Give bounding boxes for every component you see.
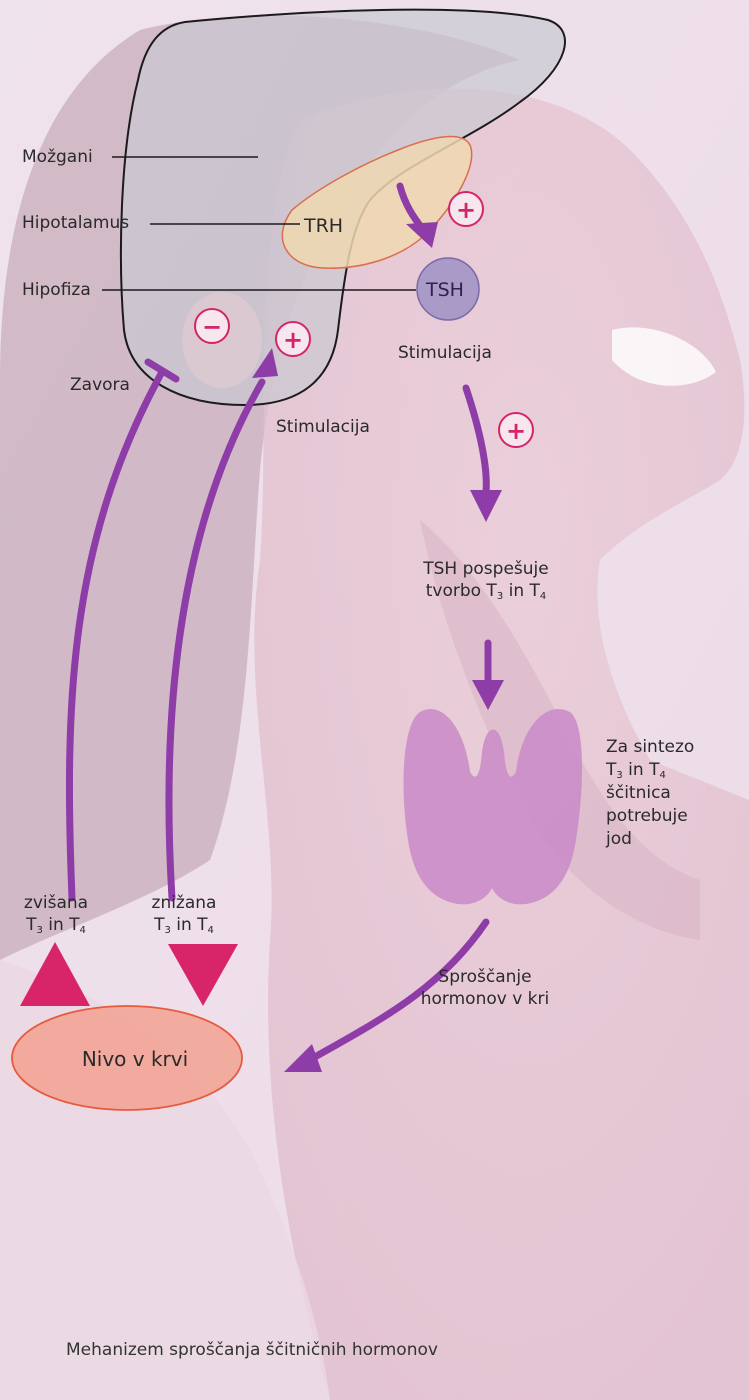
thyroid-note-line2: T3 in T4 — [606, 759, 694, 782]
plus-glyph-pituitary: + — [283, 326, 303, 354]
label-hypothalamus: Hipotalamus — [22, 212, 129, 234]
thyroid-note-line5: jod — [606, 828, 694, 851]
thyroid-note-line3: ščitnica — [606, 782, 694, 805]
thyroid-gland — [404, 709, 583, 904]
tsh-promotes-line2: tvorbo T3 in T4 — [406, 580, 566, 602]
lowered-line1: znižana — [144, 892, 224, 914]
plus-glyph-trh: + — [456, 196, 476, 224]
elevated-line2: T3 in T4 — [16, 914, 96, 936]
label-brake: Zavora — [70, 374, 130, 396]
plus-glyph-tsh: + — [506, 417, 526, 445]
label-lowered: znižana T3 in T4 — [144, 892, 224, 936]
label-brain: Možgani — [22, 146, 93, 168]
elevated-line1: zvišana — [16, 892, 96, 914]
figure-caption: Mehanizem sproščanja ščitničnih hormonov — [66, 1339, 438, 1361]
label-blood-level: Nivo v krvi — [60, 1048, 210, 1070]
label-stimulation-feedback: Stimulacija — [276, 416, 370, 438]
label-thyroid-note: Za sintezo T3 in T4 ščitnica potrebuje j… — [606, 736, 694, 851]
release-line2: hormonov v kri — [400, 988, 570, 1010]
label-pituitary: Hipofiza — [22, 279, 91, 301]
release-line1: Sproščanje — [400, 966, 570, 988]
lowered-line2: T3 in T4 — [144, 914, 224, 936]
label-stimulation-tsh: Stimulacija — [398, 342, 492, 364]
tsh-promotes-line1: TSH pospešuje — [406, 558, 566, 580]
label-trh: TRH — [304, 215, 343, 237]
thyroid-note-line4: potrebuje — [606, 805, 694, 828]
label-tsh-promotes: TSH pospešuje tvorbo T3 in T4 — [406, 558, 566, 602]
label-release: Sproščanje hormonov v kri — [400, 966, 570, 1010]
label-elevated: zvišana T3 in T4 — [16, 892, 96, 936]
label-tsh-node: TSH — [426, 279, 464, 301]
minus-glyph-pituitary: − — [202, 313, 222, 341]
thyroid-note-line1: Za sintezo — [606, 736, 694, 759]
